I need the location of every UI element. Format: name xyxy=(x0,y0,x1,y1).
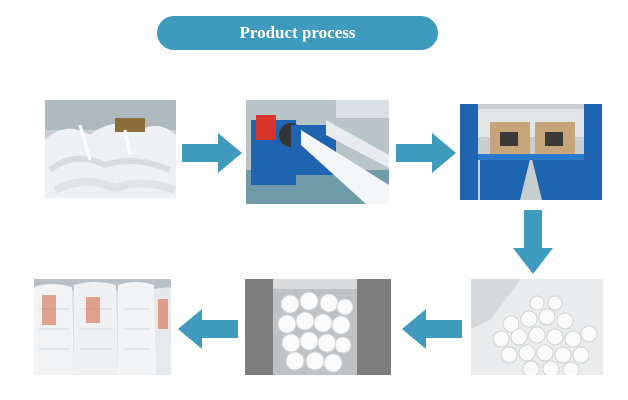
arrow-right-icon xyxy=(396,133,456,173)
cutting-machine-photo xyxy=(460,104,602,200)
arrow-left-icon xyxy=(402,309,462,349)
carding-machine-photo xyxy=(246,100,389,204)
process-title: Product process xyxy=(157,16,438,50)
raw-fiber-bags-photo xyxy=(45,100,176,198)
fiber-balls-bulk-photo xyxy=(471,279,603,375)
packed-sacks-photo xyxy=(34,279,171,375)
arrow-left-icon xyxy=(178,309,238,349)
arrow-down-icon xyxy=(513,210,553,274)
fiber-balls-bag-photo xyxy=(245,279,391,375)
arrow-right-icon xyxy=(182,133,242,173)
